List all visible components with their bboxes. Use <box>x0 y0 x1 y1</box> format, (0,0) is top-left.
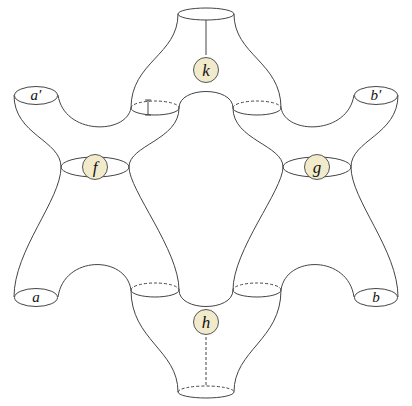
curve-label-circle: k <box>193 57 219 83</box>
notch-edge <box>58 265 131 297</box>
cuff-front <box>233 290 281 297</box>
boundary-label: a′ <box>31 88 42 103</box>
boundary-label: a <box>32 290 40 305</box>
tube-edge <box>129 108 179 290</box>
boundary-label: b′ <box>371 88 382 103</box>
curve-label: k <box>202 62 210 79</box>
boundary-circle: a′ <box>14 86 58 105</box>
notch-edge <box>281 95 354 127</box>
tick-mark <box>145 100 151 115</box>
cuff-back <box>131 101 179 108</box>
boundary-ellipse <box>15 288 58 306</box>
waist-curve <box>61 157 129 177</box>
waist-curve <box>283 157 351 177</box>
top-boundary <box>178 8 234 20</box>
curve-label: f <box>93 159 98 176</box>
label-disc <box>83 155 108 180</box>
bottom-boundary-back <box>178 386 234 392</box>
cuff-front <box>233 108 281 115</box>
tube-edge <box>233 108 283 290</box>
boundary-label: b <box>372 290 380 305</box>
curve-label: h <box>202 314 211 331</box>
boundary-circle: a <box>14 288 58 307</box>
boundary-circle: b′ <box>354 86 398 105</box>
x-piece <box>233 95 398 297</box>
seam-line <box>206 337 207 386</box>
tube-edge <box>351 95 398 297</box>
notch-edge <box>281 265 354 297</box>
boundary-ellipse <box>355 86 398 104</box>
crotch-edge <box>179 290 233 307</box>
curve-label-circle: f <box>82 154 108 180</box>
boundary-ellipse <box>15 86 58 104</box>
boundary-circle: b <box>354 288 398 307</box>
tube-edge <box>234 290 281 392</box>
tube-edge <box>234 14 281 108</box>
tube-edge <box>14 95 61 297</box>
label-disc <box>305 155 330 180</box>
cuff-front <box>131 108 179 115</box>
tube-edge <box>131 290 178 392</box>
bottom-boundary-front <box>178 392 234 398</box>
curve-label-circle: g <box>304 154 330 180</box>
label-disc <box>194 58 219 83</box>
notch-edge <box>58 95 131 127</box>
cuff-back <box>233 283 281 290</box>
curve-label-circle: h <box>193 309 219 335</box>
boundary-ellipse <box>355 288 398 306</box>
tube-edge <box>131 14 178 108</box>
curve-label: g <box>313 159 322 176</box>
cuff-back <box>131 283 179 290</box>
seam-line <box>206 20 207 55</box>
cuff-front <box>131 290 179 297</box>
crotch-edge <box>179 92 233 109</box>
label-disc <box>194 310 219 335</box>
x-piece <box>14 95 179 297</box>
cuff-back <box>233 101 281 108</box>
